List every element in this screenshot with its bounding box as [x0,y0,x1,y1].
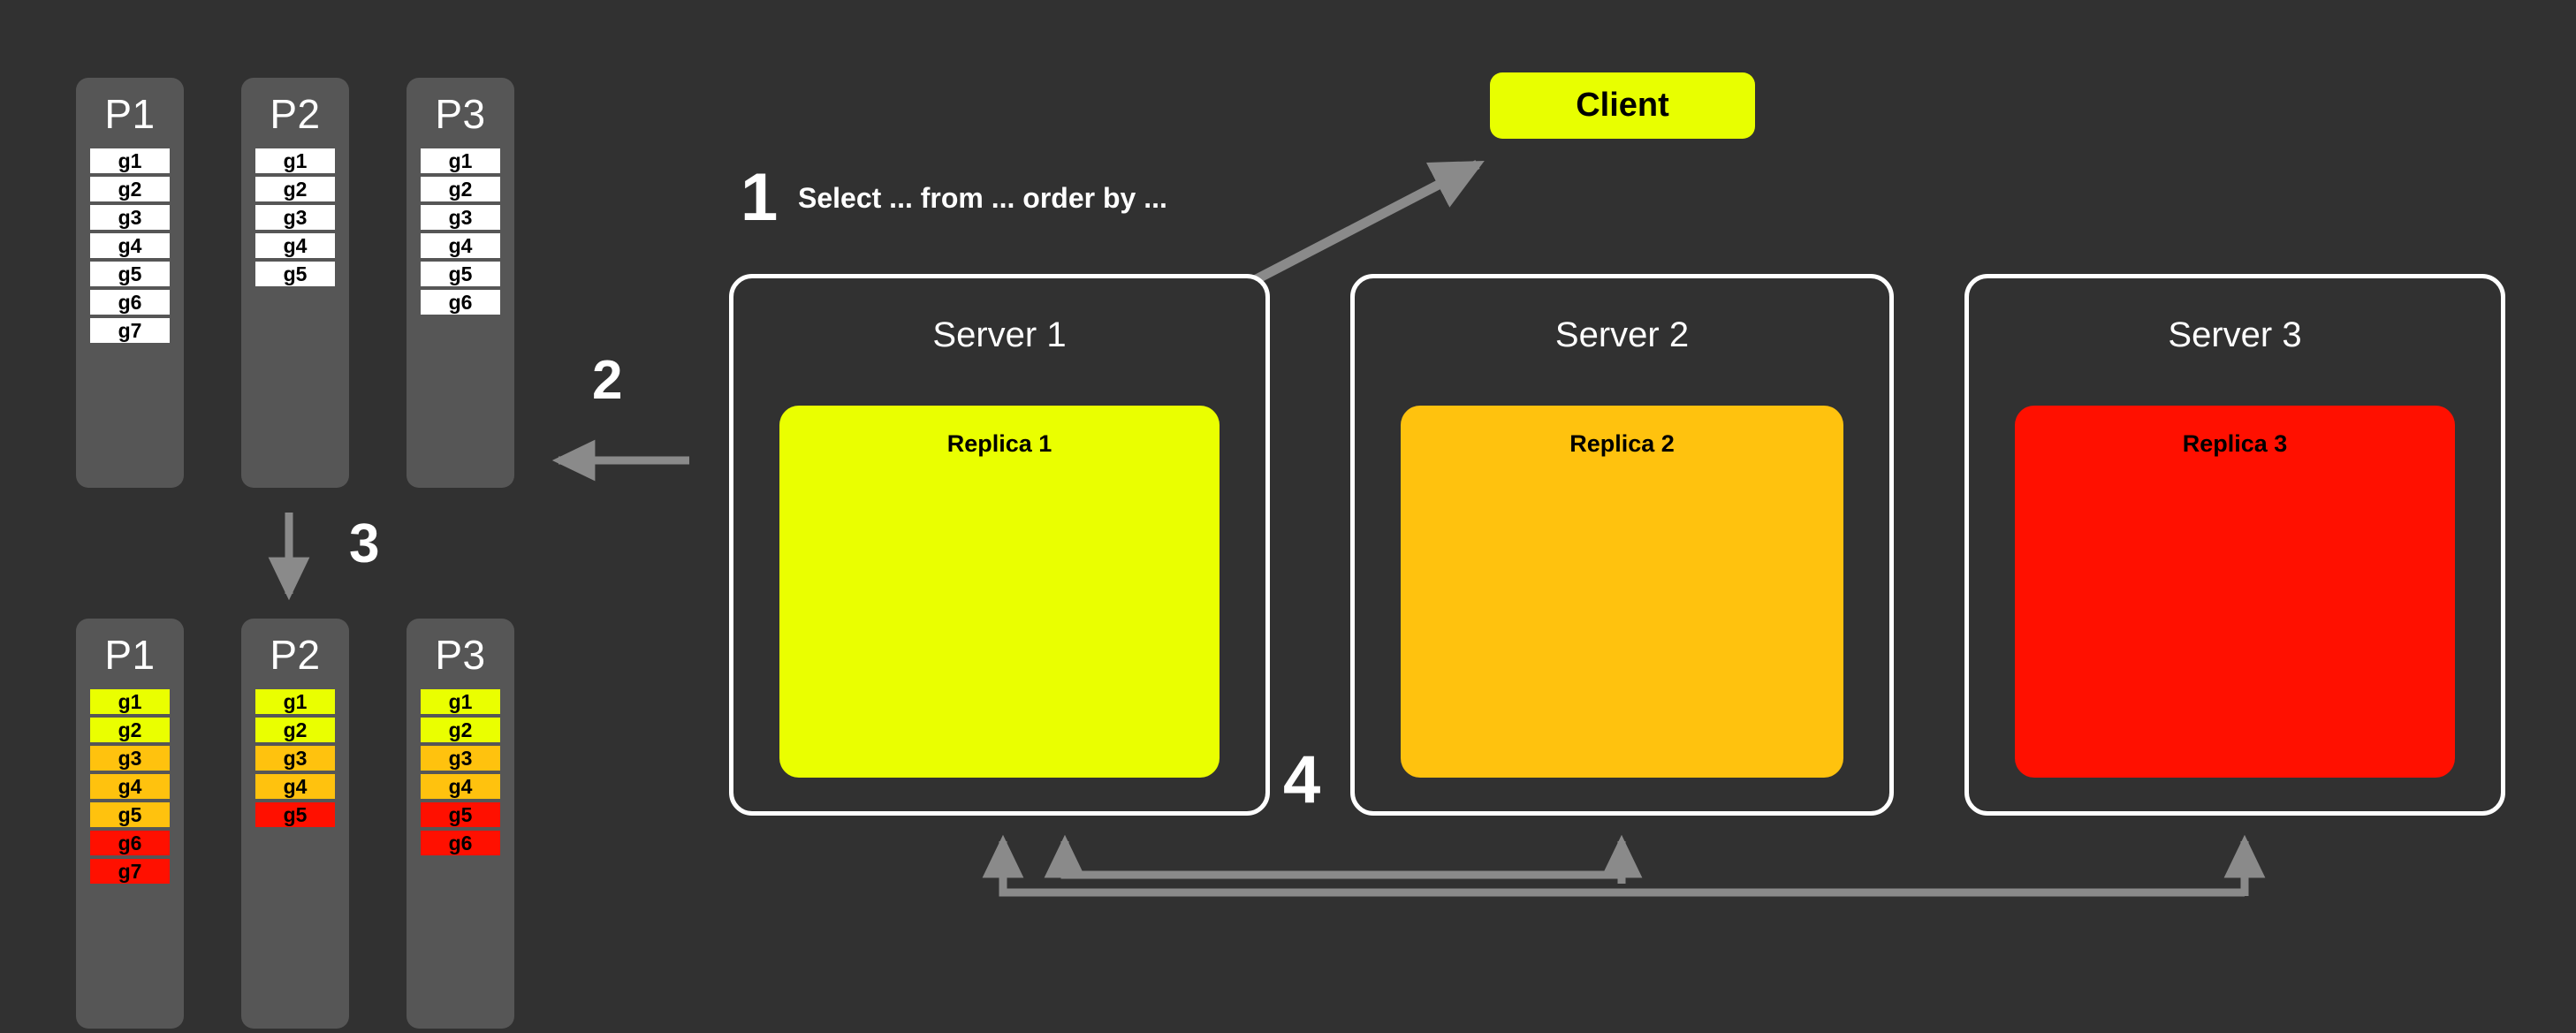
partition-cell: g3 [255,746,335,771]
partition-cell: g5 [90,262,170,286]
partition-title: P2 [270,632,321,678]
partition-cell: g1 [421,689,500,714]
client-box[interactable]: Client [1490,72,1755,139]
partition-cell: g2 [90,718,170,742]
partition-cells: g1 g2 g3 g4 g5 [241,689,349,827]
partition-cells: g1 g2 g3 g4 g5 g6 [407,689,514,855]
partition-cell: g3 [90,746,170,771]
partition-cell: g5 [90,802,170,827]
partition-cell: g6 [90,290,170,315]
partition-cell: g2 [90,177,170,201]
partition-cell: g4 [90,233,170,258]
partition-title: P2 [270,91,321,137]
step-number-3: 3 [349,513,380,574]
partition-cells: g1 g2 g3 g4 g5 [241,148,349,286]
server-2-title: Server 2 [1554,315,1690,354]
server-3-title: Server 3 [2168,315,2302,354]
partition-cell: g2 [421,177,500,201]
replica-3-box[interactable]: Replica 3 [2015,406,2455,778]
replica-1-box[interactable]: Replica 1 [779,406,1220,778]
server-2-box: Server 2 Replica 2 [1350,274,1894,816]
replica-3-label: Replica 3 [2182,430,2288,457]
partition-bottom-p2: P2 g1 g2 g3 g4 g5 [241,619,349,1029]
partition-top-p3: P3 g1 g2 g3 g4 g5 g6 [407,78,514,488]
replica-2-label: Replica 2 [1569,430,1675,457]
partition-top-p2: P2 g1 g2 g3 g4 g5 [241,78,349,488]
partition-cell: g7 [90,859,170,884]
server-3-box: Server 3 Replica 3 [1964,274,2505,816]
partition-cell: g7 [90,318,170,343]
client-label: Client [1576,87,1669,124]
partition-cells: g1 g2 g3 g4 g5 g6 [407,148,514,315]
partition-cell: g1 [90,689,170,714]
partition-cell: g2 [421,718,500,742]
partition-cell: g1 [421,148,500,173]
partition-cell: g4 [421,774,500,799]
step-number-2: 2 [592,350,623,411]
partition-cell: g6 [90,831,170,855]
partition-cell: g6 [421,831,500,855]
partition-cell: g5 [421,802,500,827]
partition-top-p1: P1 g1 g2 g3 g4 g5 g6 g7 [76,78,184,488]
partition-cell: g3 [421,205,500,230]
partition-cell: g4 [255,233,335,258]
partition-cell: g3 [90,205,170,230]
partition-bottom-p3: P3 g1 g2 g3 g4 g5 g6 [407,619,514,1029]
partition-cell: g4 [255,774,335,799]
partition-cell: g4 [421,233,500,258]
partition-cell: g6 [421,290,500,315]
partition-cells: g1 g2 g3 g4 g5 g6 g7 [76,689,184,884]
server-1-title: Server 1 [932,315,1067,354]
replica-1-label: Replica 1 [946,430,1052,457]
partition-cell: g3 [421,746,500,771]
partition-title: P1 [104,91,156,137]
partition-title: P1 [104,632,156,678]
partition-cells: g1 g2 g3 g4 g5 g6 g7 [76,148,184,343]
partition-title: P3 [435,91,486,137]
partition-cell: g1 [90,148,170,173]
partition-cell: g4 [90,774,170,799]
replica-2-box[interactable]: Replica 2 [1401,406,1843,778]
partition-cell: g1 [255,148,335,173]
step-number-1: 1 [741,160,779,235]
partition-title: P3 [435,632,486,678]
arrow-step-4-server3 [982,834,2266,897]
step-number-4: 4 [1283,742,1321,817]
partition-cell: g3 [255,205,335,230]
partition-cell: g5 [255,802,335,827]
server-1-box: Server 1 Replica 1 [729,274,1270,816]
partition-cell: g1 [255,689,335,714]
partition-cell: g2 [255,177,335,201]
arrow-step-4-server2 [1044,834,1643,884]
partition-cell: g2 [255,718,335,742]
partition-bottom-p1: P1 g1 g2 g3 g4 g5 g6 g7 [76,619,184,1029]
partition-cell: g5 [421,262,500,286]
partition-cell: g5 [255,262,335,286]
query-text: Select ... from ... order by ... [798,182,1167,214]
